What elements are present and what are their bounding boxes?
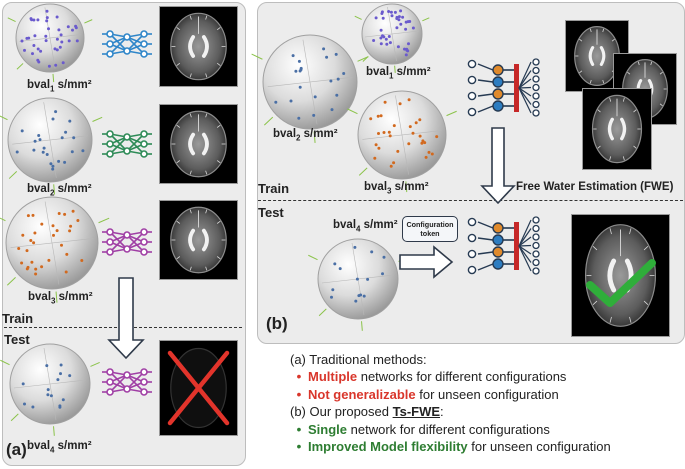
legend-a-item-1: •Multiple networks for different configu… bbox=[296, 368, 567, 385]
legend-a-item-2: •Not generalizable for unseen configurat… bbox=[296, 385, 559, 402]
panel-a-label: (a) bbox=[6, 440, 27, 459]
bval-label-a4: bval4 s/mm² bbox=[27, 440, 92, 455]
panel-a-test-label: Test bbox=[4, 332, 30, 347]
brain-image-a1 bbox=[159, 6, 238, 87]
panel-a-train-label: Train bbox=[2, 311, 34, 326]
bval-label-b2: bval2 s/mm² bbox=[273, 128, 338, 143]
panel-b-test-label: Test bbox=[258, 205, 284, 220]
brain-image-a3 bbox=[159, 200, 238, 280]
legend-b-item-2: •Improved Model flexibility for unseen c… bbox=[296, 438, 611, 455]
bval-label-b1: bval1 s/mm² bbox=[366, 66, 431, 81]
panel-b-label: (b) bbox=[266, 314, 288, 333]
token-line-2: token bbox=[420, 229, 440, 238]
bval-label-a2: bval2 s/mm² bbox=[27, 183, 92, 198]
bval-label-a3: bval3 s/mm² bbox=[28, 291, 93, 306]
legend-a-heading: (a) Traditional methods: bbox=[290, 352, 427, 367]
bval-label-b4: bval4 s/mm² bbox=[333, 219, 398, 234]
bval-label-a1: bval1 s/mm² bbox=[27, 79, 92, 94]
configuration-token: Configuration token bbox=[402, 216, 458, 242]
cross-icon bbox=[167, 350, 230, 426]
check-icon bbox=[586, 259, 656, 307]
fwe-label: Free Water Estimation (FWE) bbox=[516, 181, 674, 193]
panel-b-train-label: Train bbox=[258, 181, 290, 196]
legend-b-item-1: •Single network for different configurat… bbox=[296, 420, 550, 437]
brain-image-b-success bbox=[571, 214, 670, 337]
panel-a-train-test-divider bbox=[4, 327, 242, 328]
brain-image-a2 bbox=[159, 104, 238, 184]
bval-label-b3: bval3 s/mm² bbox=[364, 181, 429, 196]
token-line-1: Configuration bbox=[406, 220, 454, 229]
panel-b-train-test-divider bbox=[258, 200, 683, 201]
brain-image-a4-failed bbox=[159, 340, 238, 436]
legend-b-heading: (b) Our proposed Ts-FWE: bbox=[290, 404, 444, 420]
brain-image-b-front bbox=[582, 88, 652, 170]
legend: (a) Traditional methods: •Multiple netwo… bbox=[290, 351, 685, 455]
